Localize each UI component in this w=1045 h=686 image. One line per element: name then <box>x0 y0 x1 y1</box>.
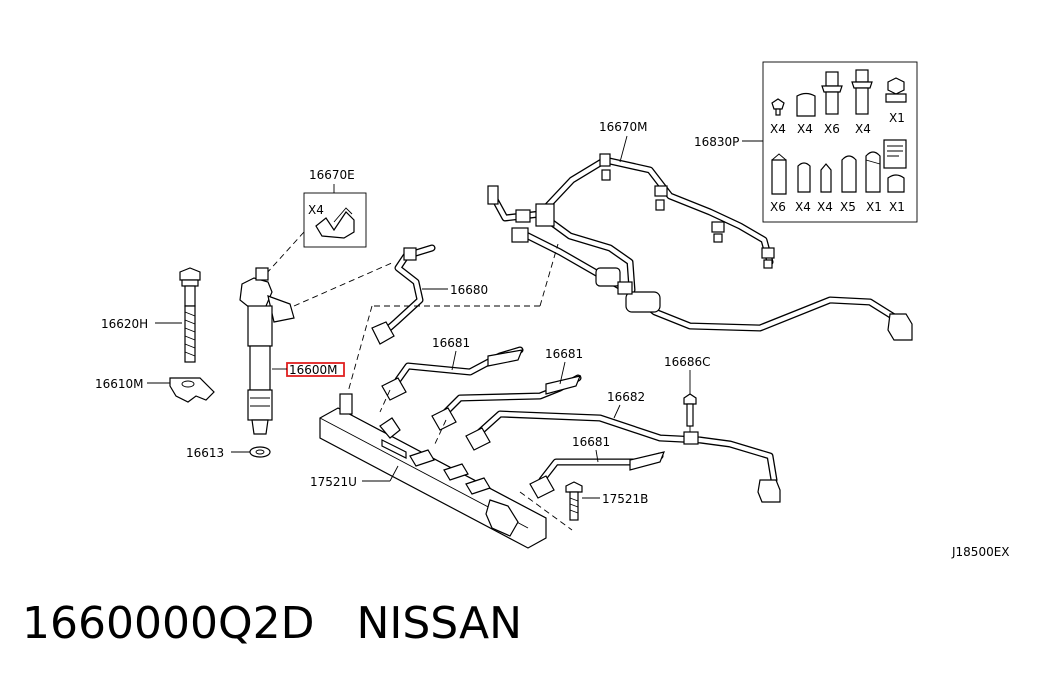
kit-qty-r2-2: X4 <box>795 200 811 214</box>
kit-part-washer-icon <box>771 98 785 116</box>
label-16670M: 16670M <box>599 120 648 134</box>
kit-part-pin-icon <box>820 163 832 193</box>
label-16600M: 16600M <box>289 363 338 377</box>
label-16620H: 16620H <box>101 317 148 331</box>
kit-part-bush-icon <box>887 174 905 193</box>
hose-end-connector-icon <box>887 313 913 341</box>
fuel-rail <box>319 393 547 549</box>
hose-damper-icon <box>595 267 621 287</box>
kit-part-plug-icon <box>821 71 843 115</box>
hose-end-fitting-icon <box>487 185 499 205</box>
kit-qty-r1-3: X6 <box>824 122 840 136</box>
kit-qty-r2-5: X1 <box>866 200 882 214</box>
rail-bolt <box>565 481 583 521</box>
label-16830P: 16830P <box>694 135 739 149</box>
injection-tube-4 <box>529 451 665 499</box>
rail-pressure-sensor-icon <box>485 499 519 537</box>
brand-name: NISSAN <box>356 598 523 649</box>
label-16613: 16613 <box>186 446 224 460</box>
label-16681-c: 16681 <box>572 435 610 449</box>
label-16686C: 16686C <box>664 355 711 369</box>
kit-qty-r2-3: X4 <box>817 200 833 214</box>
injection-tube-3 <box>465 410 781 503</box>
injection-tube-2 <box>431 374 582 431</box>
label-16682: 16682 <box>607 390 645 404</box>
high-pressure-tube-16680 <box>371 244 436 345</box>
bracket-bolt <box>683 393 697 427</box>
kit-qty-r2-4: X5 <box>840 200 856 214</box>
kit-qty-r2-6: X1 <box>889 200 905 214</box>
label-16610M: 16610M <box>95 377 144 391</box>
kit-part-cap-tall-icon <box>865 151 881 193</box>
kit-qty-r1-5: X1 <box>889 111 905 125</box>
kit-qty-r1-4: X4 <box>855 122 871 136</box>
kit-qty-r1-2: X4 <box>797 122 813 136</box>
kit-qty-r1-1: X4 <box>770 122 786 136</box>
seal-kit-box: X4 X4 X6 X4 X1 X6 X4 X4 X5 X1 X1 <box>762 61 918 223</box>
highlight-16600M <box>286 362 345 377</box>
kit-part-sleeve-icon <box>796 92 816 117</box>
hose-tee-connector-icon <box>535 203 555 227</box>
clip-box-16670E: X4 <box>303 192 367 248</box>
label-17521B: 17521B <box>602 492 648 506</box>
kit-part-cap-icon <box>771 153 787 195</box>
label-16680: 16680 <box>450 283 488 297</box>
kit-part-plug-long-icon <box>851 69 873 115</box>
return-hose-assembly <box>487 153 913 341</box>
label-16670E: 16670E <box>309 168 355 182</box>
part-caption: 1660000Q2D NISSAN <box>22 598 522 649</box>
fuel-injector <box>239 267 295 435</box>
kit-part-tube-icon <box>841 155 857 193</box>
kit-part-label-sheet-icon <box>883 139 907 169</box>
injection-tube-1 <box>381 346 524 401</box>
injector-clamp <box>169 377 215 403</box>
injector-washer-icon <box>249 446 271 458</box>
kit-part-cap-small-icon <box>797 162 811 193</box>
label-16681-b: 16681 <box>545 347 583 361</box>
part-number: 1660000Q2D <box>22 598 315 649</box>
clamp-bolt <box>179 267 201 363</box>
kit-part-nut-icon <box>885 77 907 103</box>
label-17521U: 17521U <box>310 475 357 489</box>
kit-qty-r2-1: X6 <box>770 200 786 214</box>
label-16681-a: 16681 <box>432 336 470 350</box>
clip-spring-icon <box>315 211 355 239</box>
clip-qty: X4 <box>308 203 324 217</box>
diagram-reference-code: J18500EX <box>951 545 1010 559</box>
